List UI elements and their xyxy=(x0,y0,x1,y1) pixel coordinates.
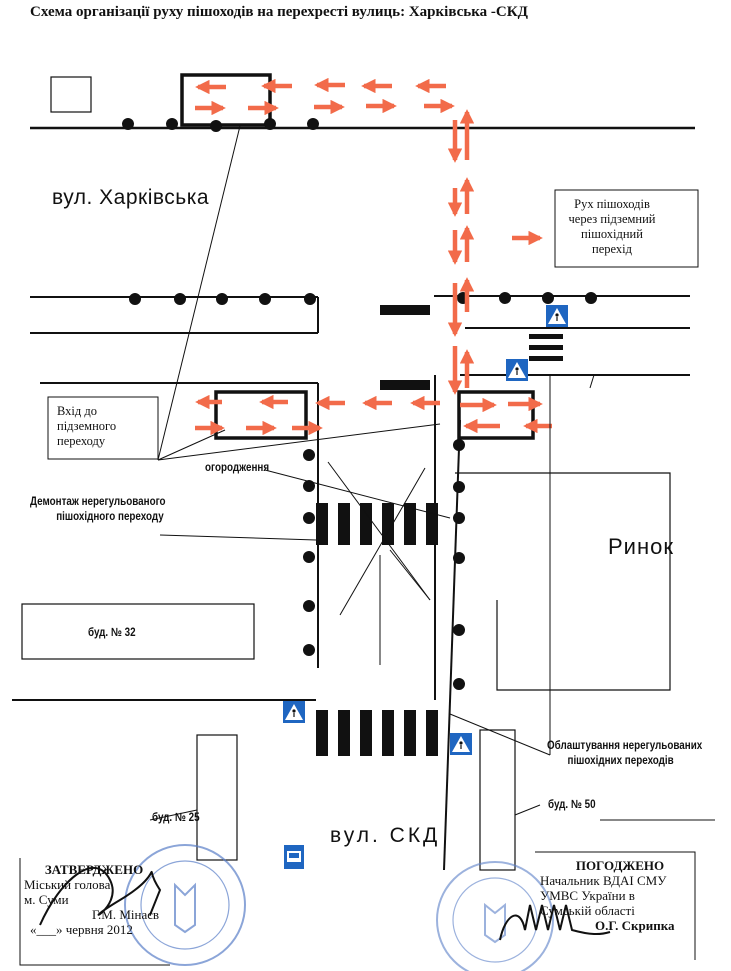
building-label-25: буд. № 25 xyxy=(152,810,200,824)
zebra-crossing-dismantle xyxy=(316,503,438,545)
callout-box-underground xyxy=(554,189,699,268)
building-top-left xyxy=(50,76,92,113)
stop-bar-left xyxy=(380,305,430,315)
pedestrian-flow-arrows xyxy=(195,77,552,436)
entrance-left xyxy=(214,390,308,440)
agreement-block: ПОГОДЖЕНО Начальник ВДАІ СМУ УМВС Україн… xyxy=(540,858,700,933)
callout-line: Вхід до xyxy=(57,404,97,418)
building-label-50: буд. № 50 xyxy=(548,797,596,811)
approved-city: м. Суми xyxy=(24,892,69,907)
street-label-skd: вул. СКД xyxy=(330,824,441,847)
agreed-region: Сумській області xyxy=(540,903,635,918)
approved-date: «___» червня 2012 xyxy=(30,922,133,937)
agreed-position: Начальник ВДАІ СМУ xyxy=(540,873,667,888)
callout-line: через підземний xyxy=(568,212,656,226)
fencing-dots xyxy=(122,118,597,690)
page-title: Схема організації руху пішоходів на пере… xyxy=(30,4,528,20)
market-outline xyxy=(455,472,671,691)
approved-position: Міський голова xyxy=(24,877,111,892)
callout-arrange: Облаштування нерегульованих пішохідних п… xyxy=(547,738,702,768)
building-label-32: буд. № 32 xyxy=(88,625,136,639)
stamp-left xyxy=(124,844,246,966)
building-25 xyxy=(196,734,238,861)
approved-heading: ЗАТВЕРДЖЕНО xyxy=(44,862,144,877)
approved-frame xyxy=(19,858,170,966)
pedestrian-crossing-sign-icon xyxy=(450,733,472,755)
leader-lines xyxy=(149,125,715,821)
callout-entrance: Вхід до підземного переходу xyxy=(57,404,147,449)
bus-stop-sign-icon xyxy=(284,845,304,869)
callout-line-right xyxy=(589,374,595,389)
callout-line: пішохідного переходу xyxy=(56,509,164,523)
agreed-heading: ПОГОДЖЕНО xyxy=(575,858,665,873)
pedestrian-crossing-sign-icon xyxy=(283,701,305,723)
approval-block: ЗАТВЕРДЖЕНО Міський голова м. Суми Г.М. … xyxy=(24,862,164,937)
callout-line: перехід xyxy=(592,242,632,256)
market-label: Ринок xyxy=(608,534,674,559)
callout-line: Облаштування нерегульованих xyxy=(547,738,703,752)
callout-box-entrance xyxy=(47,396,159,460)
dismantle-cross xyxy=(327,461,431,665)
building-32 xyxy=(21,603,255,660)
stop-bar-center xyxy=(380,380,430,390)
callout-fencing: огородження xyxy=(205,460,270,474)
callout-line: Демонтаж нерегульованого xyxy=(30,494,166,508)
approved-name: Г.М. Мінаєв xyxy=(92,907,159,922)
zebra-crossing-south xyxy=(316,710,438,756)
agreed-dept: УМВС України в xyxy=(540,888,635,903)
callout-line: пішохідних переходів xyxy=(567,753,674,767)
callout-underground-crossing: Рух пішоходів через підземний пішохідний… xyxy=(557,197,667,257)
callout-line: переходу xyxy=(57,434,106,448)
stamp-right xyxy=(436,861,554,971)
pedestrian-crossing-sign-icon xyxy=(506,359,528,381)
zebra-crossing-kharkivska xyxy=(529,334,563,361)
agreed-frame xyxy=(535,851,696,960)
callout-line: пішохідний xyxy=(581,227,643,241)
callout-dismantle: Демонтаж нерегульованого пішохідного пер… xyxy=(30,494,166,524)
agreed-name: О.Г. Скрипка xyxy=(595,918,675,933)
signature-left xyxy=(39,867,162,926)
signature-right xyxy=(499,904,611,941)
entrance-right xyxy=(457,390,535,440)
skd-east-curb xyxy=(443,419,461,871)
pedestrian-crossing-sign-icon xyxy=(546,305,568,327)
entrance-top xyxy=(180,73,272,127)
callout-line: Рух пішоходів xyxy=(574,197,650,211)
callout-line: підземного xyxy=(57,419,117,433)
street-label-kharkivska: вул. Харківська xyxy=(52,186,210,209)
building-50-west xyxy=(479,729,516,871)
